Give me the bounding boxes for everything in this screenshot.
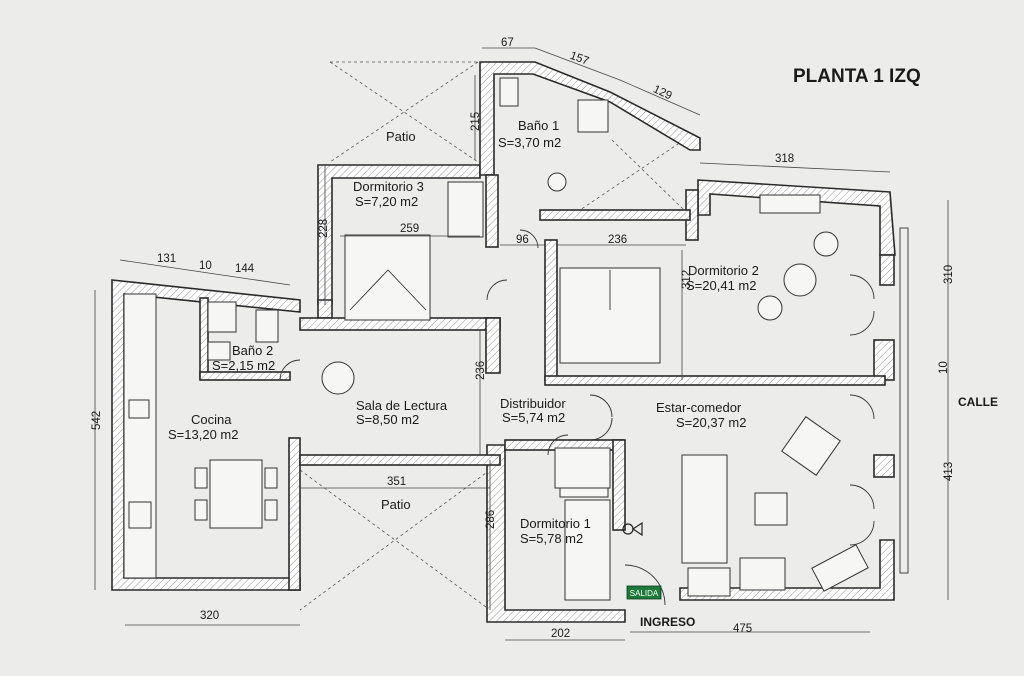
dim-96: 96 [516, 234, 529, 246]
dim-542: 542 [91, 411, 103, 430]
table-icon [783, 263, 817, 297]
dim-310: 310 [943, 265, 955, 284]
dining-table-icon [209, 459, 263, 529]
exit-sign-label: SALIDA [630, 589, 659, 598]
sink-icon [128, 399, 150, 419]
room-name-sala: Sala de Lectura [356, 398, 448, 413]
room-name-dorm2: Dormitorio 2 [688, 263, 759, 278]
furniture [123, 77, 869, 601]
entrance-label: INGRESO [640, 615, 695, 629]
dim-67: 67 [501, 37, 514, 49]
room-area-dorm1: S=5,78 m2 [520, 531, 583, 546]
street-label: CALLE [958, 395, 998, 409]
shower-icon [577, 99, 609, 133]
coffee-table-icon [754, 492, 788, 526]
dim-129: 129 [651, 83, 673, 102]
sofa-icon [811, 544, 869, 592]
room-name-cocina: Cocina [191, 412, 232, 427]
dim-131: 131 [157, 253, 176, 265]
dim-215: 215 [470, 112, 482, 131]
dim-10b: 10 [938, 361, 950, 374]
sink-icon [547, 172, 567, 192]
dim-312: 312 [681, 270, 693, 289]
dimension-lines [94, 47, 949, 641]
room-name-estar: Estar-comedor [656, 400, 742, 415]
dim-286: 286 [485, 510, 497, 529]
dim-236a: 236 [608, 234, 627, 246]
bed-icon [564, 499, 611, 601]
armchair-icon [687, 567, 731, 597]
room-area-cocina: S=13,20 m2 [168, 427, 238, 442]
desk-icon [759, 194, 821, 214]
room-name-bano2: Baño 2 [232, 343, 273, 358]
room-area-bano2: S=2,15 m2 [212, 358, 275, 373]
room-name-bano1: Baño 1 [518, 118, 559, 133]
walls [111, 61, 909, 623]
room-area-bano1: S=3,70 m2 [498, 135, 561, 150]
dim-320: 320 [200, 610, 219, 622]
exit-sign: SALIDA [626, 585, 662, 600]
room-name-dorm1: Dormitorio 1 [520, 516, 591, 531]
room-area-sala: S=8,50 m2 [356, 412, 419, 427]
dim-475: 475 [733, 623, 752, 635]
dim-202: 202 [551, 628, 570, 640]
toilet-icon [255, 309, 279, 343]
armchair-icon [739, 557, 786, 591]
shower-icon [207, 301, 237, 333]
bed-icon [344, 234, 431, 321]
armchair-icon [781, 416, 841, 476]
stove-icon [128, 501, 152, 529]
dim-259: 259 [400, 223, 419, 235]
dim-157: 157 [568, 50, 590, 68]
room-name-dorm3: Dormitorio 3 [353, 179, 424, 194]
sofa-icon [681, 454, 728, 564]
dim-228: 228 [318, 219, 330, 238]
cabinet-icon [447, 181, 484, 238]
patio-label-top: Patio [386, 129, 416, 144]
dim-413: 413 [943, 462, 955, 481]
room-area-dorm2: S=20,41 m2 [686, 278, 756, 293]
dim-351: 351 [387, 476, 406, 488]
sink-icon [207, 341, 231, 361]
doors [279, 229, 875, 606]
plan-title: PLANTA 1 IZQ [793, 66, 921, 87]
room-name-distribuidor: Distribuidor [500, 396, 566, 411]
toilet-icon [499, 77, 519, 107]
room-area-estar: S=20,37 m2 [676, 415, 746, 430]
patio-label-bottom: Patio [381, 497, 411, 512]
armchair-icon [321, 361, 355, 395]
dim-318: 318 [775, 153, 794, 165]
dim-236b: 236 [475, 361, 487, 380]
room-area-dorm3: S=7,20 m2 [355, 194, 418, 209]
dim-144: 144 [235, 263, 255, 275]
extinguisher-icon [622, 521, 643, 537]
dim-10a: 10 [199, 260, 212, 272]
counter-icon [123, 293, 157, 579]
chair-icon [813, 231, 839, 257]
chair-icon [757, 295, 783, 321]
room-area-distribuidor: S=5,74 m2 [502, 410, 565, 425]
patio-outlines [299, 61, 685, 611]
